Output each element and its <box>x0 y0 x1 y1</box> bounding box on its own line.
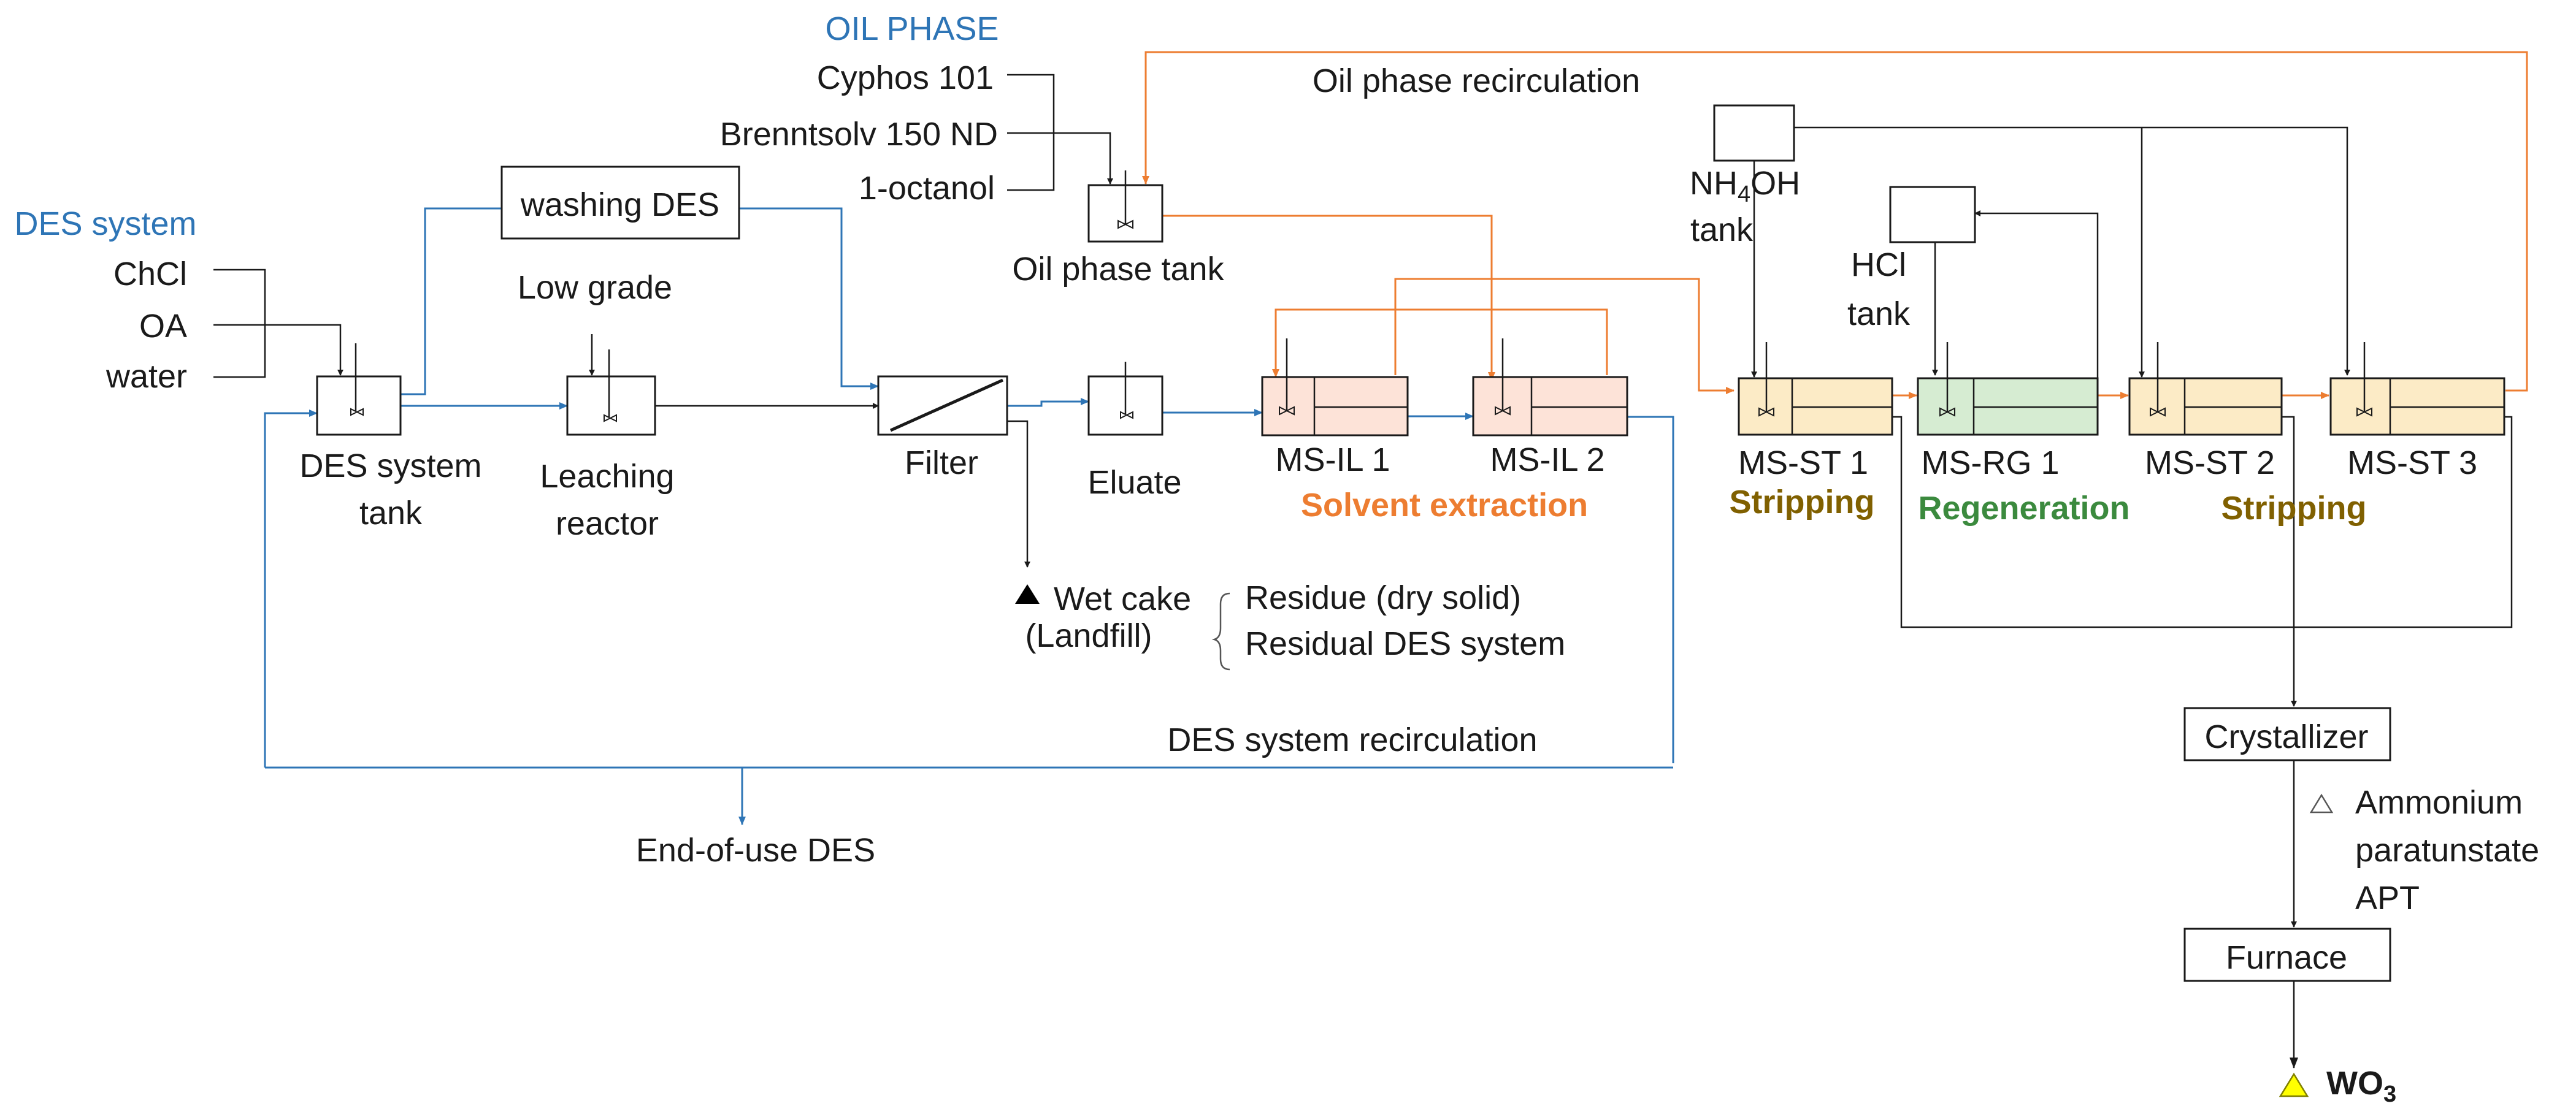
residue-brace <box>1211 592 1230 671</box>
ms-il2-unit <box>1472 338 1628 437</box>
ms-st3-label: MS-ST 3 <box>2347 444 2477 481</box>
ms-st3-unit <box>2329 342 2505 436</box>
stripping-label-1: Stripping <box>1730 484 1875 520</box>
leaching-reactor <box>566 349 656 436</box>
octanol-label: 1-octanol <box>859 170 995 207</box>
wo3-marker-icon <box>2279 1072 2309 1097</box>
apt-marker-icon <box>2309 793 2334 814</box>
ms-st2-label: MS-ST 2 <box>2145 444 2275 481</box>
solvent-extraction-label: Solvent extraction <box>1301 487 1588 524</box>
washing-des-label: washing DES <box>520 186 719 223</box>
oil-phase-tank <box>1087 170 1163 243</box>
water-label: water <box>105 358 187 395</box>
furnace-label: Furnace <box>2226 939 2347 976</box>
leaching-label-line1: Leaching <box>540 458 674 495</box>
end-of-use-des-label: End-of-use DES <box>636 832 875 869</box>
ms-st1-label: MS-ST 1 <box>1738 444 1868 481</box>
hcl-tank-label: tank <box>1847 295 1911 332</box>
washing-des-box <box>500 166 740 240</box>
nh4oh-tank-label: tank <box>1690 212 1754 248</box>
des-tank-label-line1: DES system <box>299 448 481 484</box>
ms-rg1-label: MS-RG 1 <box>1921 444 2059 481</box>
residual-des-label: Residual DES system <box>1245 625 1565 662</box>
ms-rg1-unit <box>1917 342 2099 436</box>
text-labels: OIL PHASE Cyphos 101 Brenntsolv 150 ND 1… <box>14 10 2539 1107</box>
residue-dry-label: Residue (dry solid) <box>1245 579 1521 616</box>
des-system-header: DES system <box>14 205 196 242</box>
wo3-label: WO3 <box>2326 1065 2396 1107</box>
low-grade-label: Low grade <box>518 269 672 306</box>
apt-label-line3: APT <box>2355 880 2420 917</box>
ms-st2-unit <box>2128 342 2283 436</box>
eluate-tank <box>1087 362 1163 436</box>
oa-label: OA <box>139 308 187 345</box>
apt-label-line1: Ammonium <box>2355 784 2523 821</box>
hcl-tank <box>1889 186 1976 243</box>
ms-il1-label: MS-IL 1 <box>1275 441 1390 478</box>
des-recirculation-label: DES system recirculation <box>1167 722 1537 758</box>
wet-cake-marker-icon <box>1015 584 1040 604</box>
crystallizer-box <box>2183 707 2391 761</box>
apt-label-line2: paratunstate <box>2355 832 2539 869</box>
des-tank-label-line2: tank <box>359 495 423 532</box>
filter-unit <box>877 375 1008 436</box>
nh4oh-label: NH4OH <box>1690 165 1800 207</box>
oil-phase-header: OIL PHASE <box>825 10 999 47</box>
cyphos-label: Cyphos 101 <box>817 59 994 96</box>
leaching-label-line2: reactor <box>556 505 659 542</box>
brenntsolv-label: Brenntsolv 150 ND <box>720 116 998 153</box>
wet-cake-label: Wet cake <box>1054 581 1191 617</box>
stripping-label-2: Stripping <box>2221 490 2367 527</box>
oil-recirculation-label: Oil phase recirculation <box>1313 63 1640 99</box>
crystallizer-label: Crystallizer <box>2204 719 2368 755</box>
landfill-label: (Landfill) <box>1025 617 1152 654</box>
regeneration-label: Regeneration <box>1918 490 2129 527</box>
oil-phase-tank-label: Oil phase tank <box>1012 251 1224 288</box>
connector-lines <box>213 51 2528 1069</box>
eluate-label: Eluate <box>1087 464 1181 501</box>
ms-il1-unit <box>1261 338 1409 437</box>
chcl-label: ChCl <box>113 256 187 292</box>
furnace-box <box>2183 928 2391 982</box>
ms-st1-unit <box>1738 342 1893 436</box>
hcl-label: HCl <box>1851 246 1906 283</box>
nh4oh-tank <box>1713 104 1795 162</box>
filter-label: Filter <box>905 444 978 481</box>
des-system-tank <box>316 343 402 436</box>
ms-il2-label: MS-IL 2 <box>1490 441 1604 478</box>
